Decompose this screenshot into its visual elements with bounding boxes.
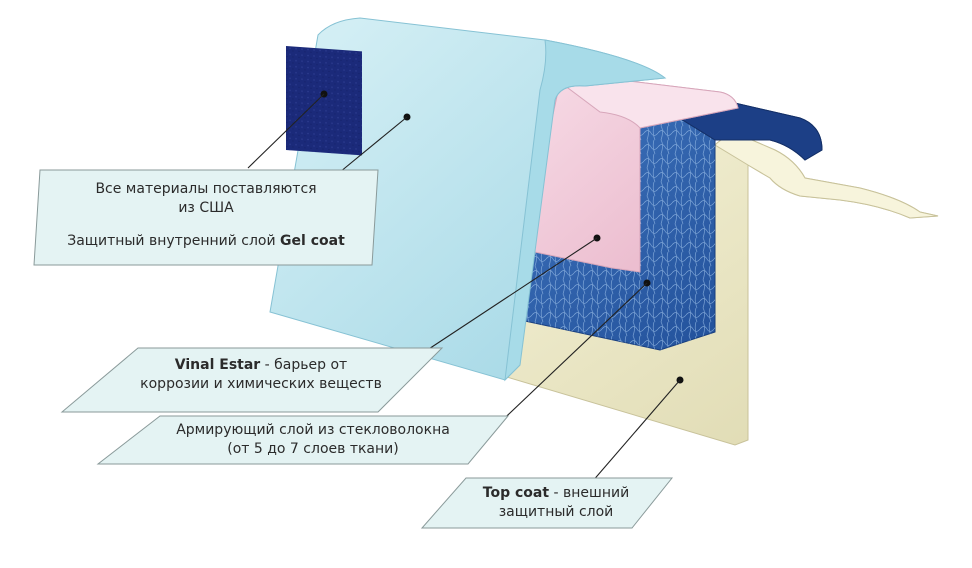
top-coat-label-line2: защитный слой [498, 504, 614, 520]
fiberglass-label-shape [96, 415, 510, 465]
vinal-estar-label-line1-rest: - барьер от [260, 357, 348, 373]
gel-coat-label-line2: из США [178, 200, 234, 216]
gel-coat-label-bold: Gel coat [280, 233, 345, 249]
label-shapes [33, 169, 674, 529]
fiberglass-label-line2: (от 5 до 7 слоев ткани) [227, 441, 399, 457]
leader-lines [247, 93, 681, 491]
vinal-estar-label-line1: Vinal Estar - барьер от [96, 356, 426, 375]
top-coat-label: Top coat - внешний защитный слой [444, 484, 668, 522]
gel-coat-label-line3: Защитный внутренний слой Gel coat [40, 232, 372, 251]
gel-coat-label: Все материалы поставляются из США Защитн… [40, 180, 372, 251]
top-coat-label-line1-rest: - внешний [549, 485, 630, 501]
top-coat-label-bold: Top coat [482, 485, 550, 501]
vinal-estar-label-line2: коррозии и химических веществ [140, 376, 382, 392]
gel-coat-label-line3-text: Защитный внутренний слой [67, 233, 281, 249]
fiberglass-label-line1: Армирующий слой из стекловолокна [176, 422, 450, 438]
gel-coat-label-shape [33, 169, 379, 266]
usa-material-square [286, 45, 362, 156]
gel-coat-label-line1: Все материалы поставляются [95, 181, 317, 197]
gel-coat-layer [269, 17, 667, 382]
vinal-estar-label-bold: Vinal Estar [174, 357, 261, 373]
vinal-estar-label-shape [60, 347, 444, 413]
top-coat-label-shape [420, 477, 674, 529]
vinal-estar-label: Vinal Estar - барьер от коррозии и химич… [96, 356, 426, 394]
fiberglass-label: Армирующий слой из стекловолокна (от 5 д… [128, 421, 498, 459]
top-coat-label-line1: Top coat - внешний [444, 484, 668, 503]
